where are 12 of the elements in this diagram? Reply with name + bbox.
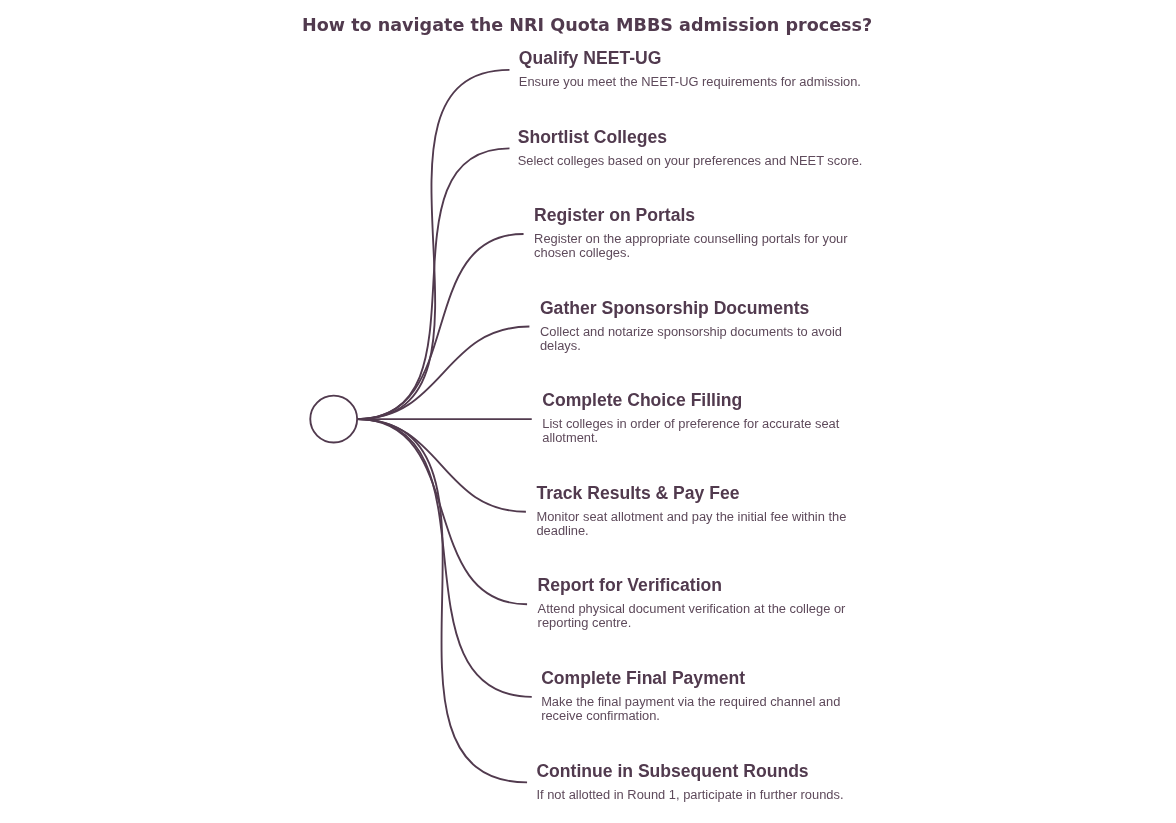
node-text: Continue in Subsequent Rounds If not allotted in Round 1, participate in further rounds. bbox=[536, 760, 844, 802]
node-text: Report for Verification Attend physical document verification at the college or reporting centre. bbox=[537, 575, 846, 631]
node-text: Track Results & Pay Fee Monitor seat allotment and pay the initial fee within the deadline. bbox=[536, 482, 847, 538]
node-text: Complete Choice Filling List colleges in order of preference for accurate seat allotment. bbox=[542, 390, 840, 446]
node-text: Register on Portals Register on the appropriate counselling portals for your chosen colleges. bbox=[534, 205, 848, 261]
diagram-title: How to navigate the NRI Quota MBBS admission process? bbox=[302, 14, 873, 35]
node-text: Shortlist Colleges Select colleges based on your preferences and NEET score. bbox=[517, 126, 863, 168]
node-text: Gather Sponsorship Documents Collect and notarize sponsorship documents to avoid delays. bbox=[539, 297, 842, 353]
connector bbox=[356, 418, 528, 784]
node-picture bbox=[309, 394, 359, 444]
node-text: Qualify NEET-UG Ensure you meet the NEET-UG requirements for admission. bbox=[518, 48, 861, 90]
node-text: Complete Final Payment Make the final payment via the required channel and receive confirmation. bbox=[541, 667, 841, 724]
